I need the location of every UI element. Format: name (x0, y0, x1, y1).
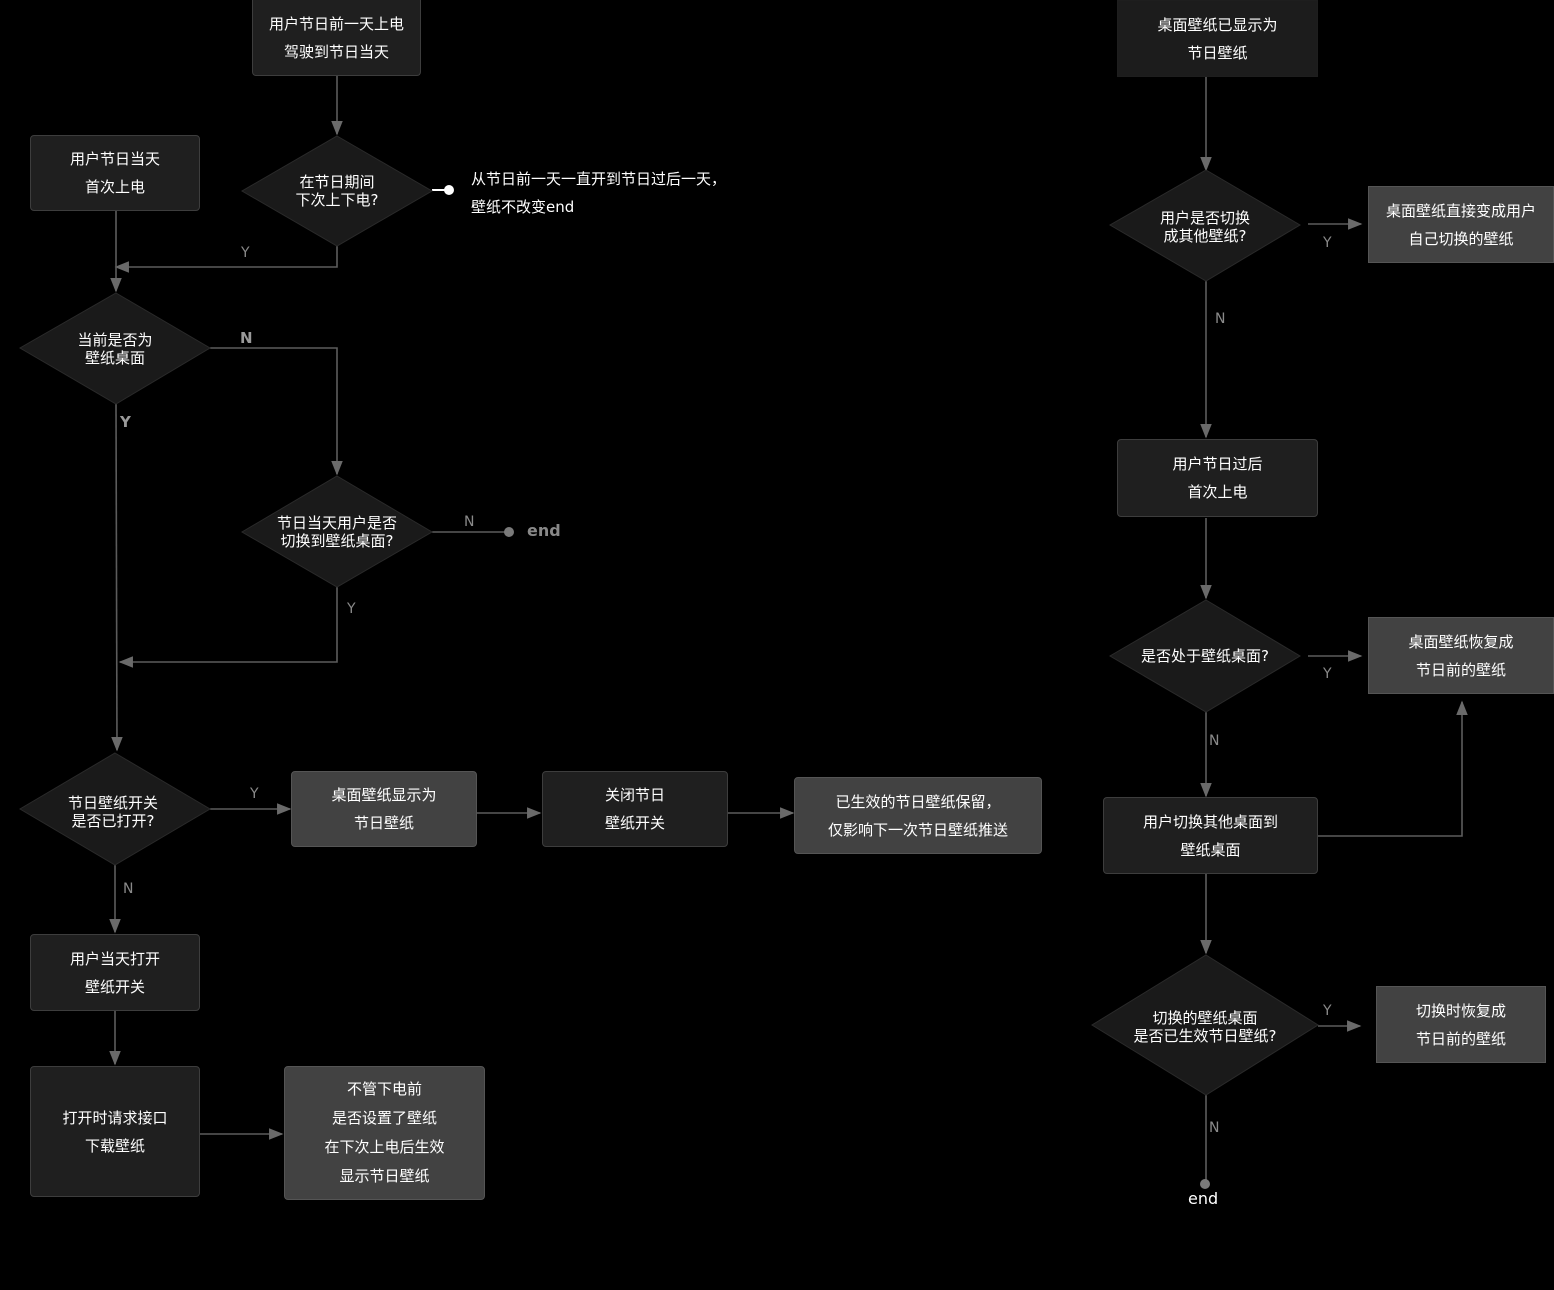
process-b2: 关闭节日 壁纸开关 (542, 771, 728, 847)
process-r3-line1: 用户节日过后 (1172, 455, 1263, 473)
process-b5-line1: 打开时请求接口 (62, 1108, 168, 1127)
process-b6-line1: 不管下电前 (346, 1080, 422, 1098)
decision-d2-line1: 当前是否为 (77, 331, 153, 349)
connector-d1-to-main (114, 246, 338, 273)
label-d4-no: N (123, 881, 134, 897)
process-b6: 不管下电前 是否设置了壁纸 在下次上电后生效 显示节日壁纸 (284, 1066, 485, 1200)
decision-d2-shape (19, 292, 211, 405)
decision-d4-line2: 是否已打开? (71, 812, 155, 830)
process-b3-line2: 仅影响下一次节日壁纸推送 (827, 820, 1008, 839)
arrow-d2-d4 (111, 403, 123, 752)
process-b3: 已生效的节日壁纸保留， 仅影响下一次节日壁纸推送 (794, 777, 1042, 854)
process-b4-line1: 用户当天打开 (69, 949, 160, 968)
process-r2: 桌面壁纸直接变成用户 自己切换的壁纸 (1368, 186, 1554, 263)
decision-rd1-shape (1109, 169, 1301, 282)
decision-d4-shape (19, 752, 211, 866)
decision-rd2-line1: 是否处于壁纸桌面? (1141, 647, 1269, 665)
label-d2-yes: Y (120, 413, 131, 431)
label-d3-yes: Y (347, 601, 356, 617)
process-r6-line2: 节日前的壁纸 (1415, 1029, 1506, 1048)
process-b5-line2: 下载壁纸 (84, 1136, 145, 1155)
decision-d1-line2: 下次上下电? (295, 191, 379, 209)
end-dot-right (1200, 1179, 1210, 1189)
decision-d4-line1: 节日壁纸开关 (67, 794, 158, 812)
process-b6-line4: 显示节日壁纸 (339, 1167, 430, 1185)
connector-d3-yes (118, 587, 338, 668)
process-r2-line2: 自己切换的壁纸 (1408, 229, 1514, 248)
process-r4-line2: 节日前的壁纸 (1415, 660, 1506, 679)
label-rd3-yes: Y (1323, 1003, 1332, 1019)
decision-rd1-line1: 用户是否切换 (1159, 209, 1250, 227)
process-a2-line1: 用户节日当天 (69, 150, 160, 168)
process-r4: 桌面壁纸恢复成 节日前的壁纸 (1368, 617, 1554, 694)
process-b6-line3: 在下次上电后生效 (324, 1138, 445, 1156)
process-r3-line2: 首次上电 (1187, 483, 1248, 501)
end-dot-d3 (504, 527, 514, 537)
decision-rd3: 切换的壁纸桌面 是否已生效节日壁纸? (1110, 1009, 1300, 1045)
decision-d1: 在节日期间 下次上下电? (262, 173, 412, 209)
decision-d3: 节日当天用户是否 切换到壁纸桌面? (257, 514, 417, 550)
note-line2: 壁纸不改变end (471, 198, 575, 216)
process-a2-line2: 首次上电 (84, 178, 145, 196)
process-b4-line2: 壁纸开关 (84, 977, 145, 996)
arrow-d2-d3 (210, 347, 343, 476)
decision-d1-line1: 在节日期间 (299, 173, 375, 191)
decision-rd2: 是否处于壁纸桌面? (1120, 647, 1290, 665)
decision-rd3-line2: 是否已生效节日壁纸? (1133, 1027, 1277, 1045)
process-r5: 用户切换其他桌面到 壁纸桌面 (1103, 797, 1318, 874)
decision-rd1: 用户是否切换 成其他壁纸? (1130, 209, 1280, 245)
note-no-change: 从节日前一天一直开到节日过后一天， 壁纸不改变end (471, 165, 726, 221)
process-r2-line1: 桌面壁纸直接变成用户 (1385, 201, 1536, 220)
process-r4-line1: 桌面壁纸恢复成 (1408, 632, 1514, 651)
process-b1-line1: 桌面壁纸显示为 (331, 786, 437, 804)
process-r5-line2: 壁纸桌面 (1180, 840, 1241, 859)
process-r6: 切换时恢复成 节日前的壁纸 (1376, 986, 1546, 1063)
decision-d3-shape (241, 475, 433, 588)
decision-d3-line2: 切换到壁纸桌面? (280, 532, 394, 550)
process-b1-line2: 节日壁纸 (353, 814, 414, 832)
label-d3-no: N (464, 514, 475, 530)
process-a1-line2: 驾驶到节日当天 (283, 42, 389, 61)
decision-d2-line2: 壁纸桌面 (84, 349, 145, 367)
label-rd2-yes: Y (1323, 666, 1332, 682)
decision-d1-shape (241, 135, 433, 247)
process-a2: 用户节日当天 首次上电 (30, 135, 200, 211)
process-b5: 打开时请求接口 下载壁纸 (30, 1066, 200, 1197)
process-r1-line1: 桌面壁纸已显示为 (1157, 15, 1278, 34)
label-d2-no: N (240, 329, 253, 347)
label-rd3-no: N (1209, 1120, 1220, 1136)
end-label-right: end (1188, 1189, 1219, 1208)
process-b6-line2: 是否设置了壁纸 (331, 1109, 437, 1127)
process-b4: 用户当天打开 壁纸开关 (30, 934, 200, 1011)
note-line1: 从节日前一天一直开到节日过后一天， (471, 170, 727, 188)
process-r3: 用户节日过后 首次上电 (1117, 439, 1318, 517)
label-rd2-no: N (1209, 733, 1220, 749)
decision-d2: 当前是否为 壁纸桌面 (40, 331, 190, 367)
process-b1: 桌面壁纸显示为 节日壁纸 (291, 771, 477, 847)
decision-rd3-line1: 切换的壁纸桌面 (1152, 1009, 1258, 1027)
note-dot (444, 185, 454, 195)
decision-rd2-shape (1109, 599, 1301, 713)
process-r6-line1: 切换时恢复成 (1415, 1001, 1506, 1020)
decision-rd1-line2: 成其他壁纸? (1163, 227, 1247, 245)
decision-d3-line1: 节日当天用户是否 (276, 514, 397, 532)
process-r5-line1: 用户切换其他桌面到 (1142, 812, 1278, 831)
label-rd1-yes: Y (1323, 235, 1332, 251)
process-a1: 用户节日前一天上电 驾驶到节日当天 (252, 0, 421, 76)
process-b2-line1: 关闭节日 (604, 786, 665, 804)
process-b2-line2: 壁纸开关 (604, 814, 665, 832)
process-r1-line2: 节日壁纸 (1187, 43, 1248, 62)
label-d1-yes: Y (241, 245, 250, 261)
decision-rd3-shape (1091, 954, 1319, 1096)
arrow-r5-r4 (1318, 700, 1468, 837)
decision-d4: 节日壁纸开关 是否已打开? (38, 794, 188, 830)
process-r1: 桌面壁纸已显示为 节日壁纸 (1117, 0, 1318, 77)
process-b3-line1: 已生效的节日壁纸保留， (835, 792, 1001, 811)
process-a1-line1: 用户节日前一天上电 (268, 14, 404, 33)
label-rd1-no: N (1215, 311, 1226, 327)
label-d4-yes: Y (250, 786, 259, 802)
end-label-d3: end (527, 521, 561, 540)
